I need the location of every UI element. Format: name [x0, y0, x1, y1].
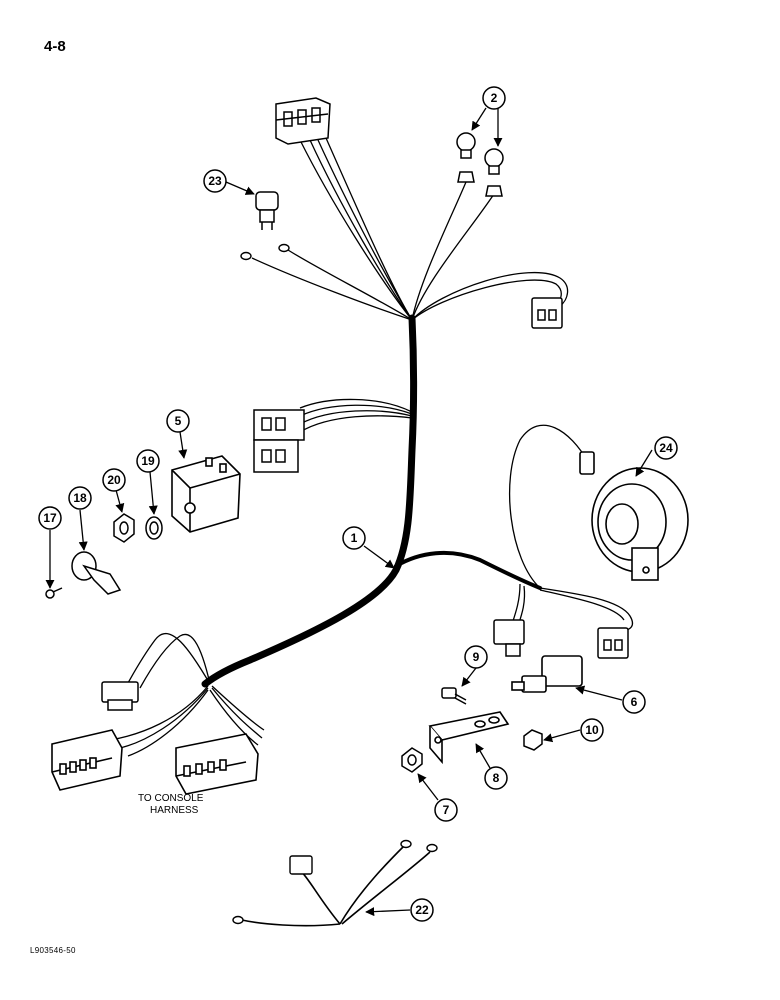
- callout-18: 18: [68, 486, 92, 510]
- console-connector-right: [175, 733, 259, 795]
- callout-6: 6: [622, 690, 646, 714]
- switch-body-part-5: [171, 455, 241, 533]
- callout-10: 10: [580, 718, 604, 742]
- figure-code: L903546-50: [30, 946, 76, 955]
- right-upper-connector: [531, 297, 563, 329]
- small-harness-terminals: [232, 839, 438, 925]
- callout-8-label: 8: [493, 771, 500, 785]
- callout-2: 2: [482, 86, 506, 110]
- callout-20-label: 20: [107, 473, 121, 487]
- ring-terminals-upper: [240, 243, 290, 261]
- small-harness-part-22: [241, 845, 431, 927]
- console-harness-note: TO CONSOLE HARNESS: [138, 793, 204, 816]
- callout-19: 19: [136, 449, 160, 473]
- connector-right-lower: [597, 627, 629, 659]
- callout-5-label: 5: [175, 414, 182, 428]
- callout-8: 8: [484, 766, 508, 790]
- note-line-1: TO CONSOLE: [138, 793, 204, 804]
- callout-23: 23: [203, 169, 227, 193]
- callout-6-label: 6: [631, 695, 638, 709]
- bracket-part-8: [428, 711, 510, 765]
- nut-part-7: [401, 747, 423, 773]
- callout-7-label: 7: [443, 803, 450, 817]
- connector-near-switch: [493, 619, 525, 657]
- callout-17-label: 17: [43, 511, 57, 525]
- horn-part-24: [579, 451, 689, 581]
- callout-9-label: 9: [473, 650, 480, 664]
- bolt-part-9: [441, 687, 467, 705]
- stop-lamp-switch-part-6: [511, 655, 583, 693]
- screw-part-17: [45, 587, 63, 599]
- upper-wire-branches: [251, 137, 569, 433]
- main-harness-trunk: [201, 314, 542, 688]
- mid-left-connector: [253, 409, 305, 473]
- note-line-2: HARNESS: [150, 805, 199, 816]
- callout-24-label: 24: [659, 441, 673, 455]
- callout-22-label: 22: [415, 903, 429, 917]
- nut-part-20: [113, 513, 135, 543]
- page-number: 4-8: [44, 38, 66, 55]
- callout-24: 24: [654, 436, 678, 460]
- top-multipin-connector: [275, 97, 331, 145]
- console-connector-left: [51, 729, 123, 791]
- callout-22: 22: [410, 898, 434, 922]
- callout-18-label: 18: [73, 491, 87, 505]
- callout-23-label: 23: [208, 174, 222, 188]
- bulbs-part-2: [456, 132, 504, 197]
- washer-part-19: [145, 516, 163, 540]
- callout-10-label: 10: [585, 723, 599, 737]
- callout-19-label: 19: [141, 454, 155, 468]
- callout-leaders: [45, 107, 653, 917]
- callout-9: 9: [464, 645, 488, 669]
- indicator-lamp-part-23: [255, 191, 279, 230]
- callout-7: 7: [434, 798, 458, 822]
- console-connector-small: [101, 681, 139, 711]
- callout-17: 17: [38, 506, 62, 530]
- knob-part-18: [71, 551, 122, 595]
- callout-1-label: 1: [351, 531, 358, 545]
- callout-2-label: 2: [491, 91, 498, 105]
- callout-1: 1: [342, 526, 366, 550]
- nut-part-10: [523, 729, 543, 751]
- callout-20: 20: [102, 468, 126, 492]
- callout-5: 5: [166, 409, 190, 433]
